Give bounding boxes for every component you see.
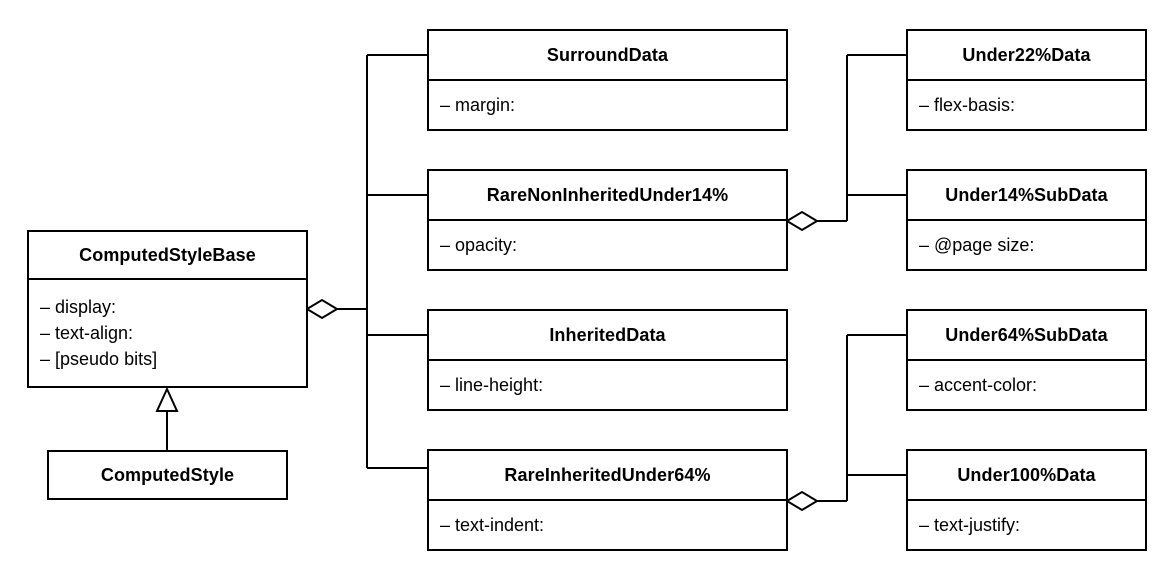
aggregation-rarenoninheritedunder14: [785, 54, 906, 232]
field-text-justify: – text-justify:: [919, 515, 1021, 535]
class-under14subdata: Under14%SubData – @page size:: [906, 169, 1147, 271]
inheritance-computedstyle: [155, 386, 179, 450]
field-display: – display:: [40, 297, 117, 317]
field-text-align: – text-align:: [40, 323, 134, 343]
field-pseudo-bits: – [pseudo bits]: [40, 349, 158, 369]
class-title: Under14%SubData: [908, 171, 1145, 221]
class-fields: – text-justify:: [908, 501, 1145, 549]
field-line-height: – line-height:: [440, 375, 544, 395]
class-fields: – display: – text-align: – [pseudo bits]: [29, 280, 306, 386]
class-fields: – accent-color:: [908, 361, 1145, 409]
aggregation-computedstylebase: [305, 54, 427, 469]
field-margin: – margin:: [440, 95, 516, 115]
class-computedstylebase: ComputedStyleBase – display: – text-alig…: [27, 230, 308, 388]
class-title: SurroundData: [429, 31, 786, 81]
field-accent-color: – accent-color:: [919, 375, 1038, 395]
class-fields: – flex-basis:: [908, 81, 1145, 129]
field-page-size: – @page size:: [919, 235, 1035, 255]
aggregation-rareinheritedunder64: [785, 334, 906, 512]
aggregation-diamond-icon: [305, 298, 339, 320]
class-title: ComputedStyle: [100, 464, 235, 485]
class-title: Under100%Data: [908, 451, 1145, 501]
field-opacity: – opacity:: [440, 235, 518, 255]
class-rarenoninheritedunder14: RareNonInheritedUnder14% – opacity:: [427, 169, 788, 271]
class-title: InheritedData: [429, 311, 786, 361]
class-title: ComputedStyleBase: [29, 232, 306, 280]
class-fields: – line-height:: [429, 361, 786, 409]
aggregation-diamond-icon: [785, 210, 819, 232]
class-surrounddata: SurroundData – margin:: [427, 29, 788, 131]
class-title: Under64%SubData: [908, 311, 1145, 361]
class-under100data: Under100%Data – text-justify:: [906, 449, 1147, 551]
class-title: RareInheritedUnder64%: [429, 451, 786, 501]
class-fields: – text-indent:: [429, 501, 786, 549]
field-text-indent: – text-indent:: [440, 515, 545, 535]
aggregation-diamond-icon: [785, 490, 819, 512]
field-flex-basis: – flex-basis:: [919, 95, 1016, 115]
class-under64subdata: Under64%SubData – accent-color:: [906, 309, 1147, 411]
class-computedstyle: ComputedStyle: [47, 450, 288, 500]
class-under22data: Under22%Data – flex-basis:: [906, 29, 1147, 131]
class-rareinheritedunder64: RareInheritedUnder64% – text-indent:: [427, 449, 788, 551]
inheritance-triangle-icon: [155, 386, 179, 412]
class-inheriteddata: InheritedData – line-height:: [427, 309, 788, 411]
class-fields: – margin:: [429, 81, 786, 129]
class-fields: – @page size:: [908, 221, 1145, 269]
class-title: Under22%Data: [908, 31, 1145, 81]
class-title: RareNonInheritedUnder14%: [429, 171, 786, 221]
class-fields: – opacity:: [429, 221, 786, 269]
